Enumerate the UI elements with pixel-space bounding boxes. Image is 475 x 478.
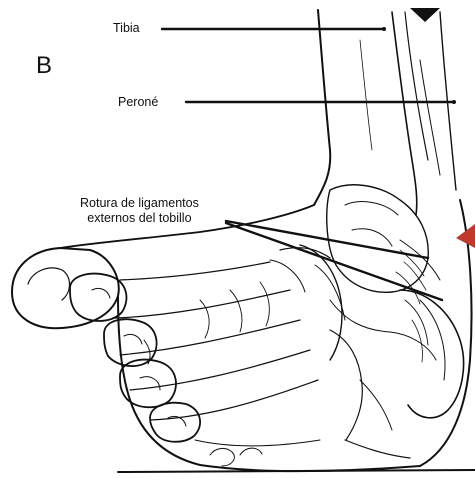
toe-5 xyxy=(150,403,200,442)
sole-outline xyxy=(118,296,420,471)
top-dark-shape xyxy=(410,8,440,22)
label-rotura-line2: externos del tobillo xyxy=(80,211,199,226)
tibia-outline xyxy=(314,10,330,205)
panel-letter: B xyxy=(36,52,52,80)
rotura-leader-2 xyxy=(226,223,442,300)
ligament-fibers xyxy=(396,250,426,304)
label-rotura-line1: Rotura de ligamentos xyxy=(80,196,199,211)
toe-4 xyxy=(120,360,176,408)
fibula-outline xyxy=(392,12,417,215)
label-perone: Peroné xyxy=(118,95,158,110)
big-toe xyxy=(12,248,119,328)
label-rotura: Rotura de ligamentos externos del tobill… xyxy=(80,196,199,226)
label-tibia: Tibia xyxy=(113,21,140,36)
